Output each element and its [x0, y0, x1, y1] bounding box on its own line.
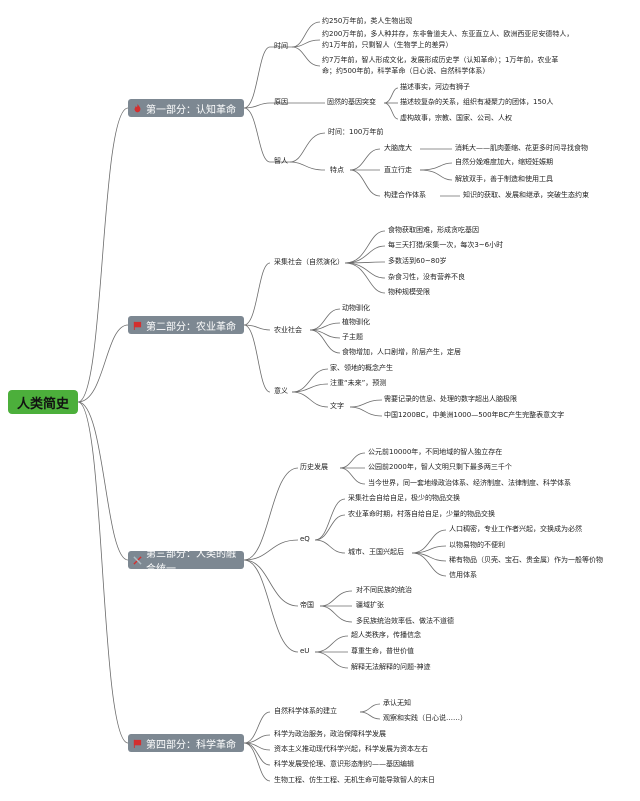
leaf[interactable]: 物种规模受限 [388, 288, 430, 296]
leaf[interactable]: 每三天打猎/采集一次，每次3~6小时 [388, 241, 504, 249]
leaf[interactable]: 资本主义推动现代科学兴起，科学发展为资本左右 [274, 745, 428, 753]
leaf[interactable]: 观察和实践（日心说……） [383, 714, 467, 722]
leaf[interactable]: 公园前2000年，智人文明只剩下最多两三千个 [368, 463, 512, 471]
leaf[interactable]: 科学发展受伦理、意识形态制约——基因编辑 [274, 760, 414, 768]
leaf[interactable]: 解放双手，善于制造和使用工具 [455, 175, 553, 183]
leaf[interactable]: 时间：100万年前 [328, 128, 384, 136]
leaf[interactable]: 多民族统治效率低、做法不道德 [356, 617, 454, 625]
leaf[interactable]: 超人类秩序，传播信念 [351, 631, 421, 639]
node-time[interactable]: 时间 [274, 42, 288, 50]
leaf[interactable]: 尊重生命，普世价值 [351, 647, 414, 655]
node-sapiens[interactable]: 智人 [274, 157, 288, 165]
leaf[interactable]: 约7万年前，智人形成文化，发展形成历史学（认知革命）；1万年前，农业革 [322, 56, 559, 64]
leaf[interactable]: 中国1200BC，中美洲1000—500年BC产生完整表意文字 [384, 411, 565, 419]
fire-icon [133, 103, 142, 113]
leaf[interactable]: 约200万年前，多人种并存，东非鲁道夫人、东亚直立人、欧洲西亚尼安德特人， [322, 30, 574, 38]
leaf[interactable]: 家、领地的概念产生 [330, 364, 393, 372]
leaf[interactable]: 多数活到60~80岁 [388, 257, 447, 265]
leaf[interactable]: 杂食习性，没有营养不良 [388, 273, 465, 281]
part-2-label: 第二部分：农业革命 [146, 321, 236, 333]
leaf[interactable]: 对不同民族的统治 [356, 586, 412, 594]
part-2-node[interactable]: 第二部分：农业革命 [128, 316, 244, 334]
leaf[interactable]: 自然分娩难度加大，缩短妊娠期 [455, 158, 553, 166]
node-mutation[interactable]: 固然的基因突变 [327, 98, 376, 106]
leaf[interactable]: 动物驯化 [342, 304, 370, 312]
node-gathering[interactable]: 采集社会（自然演化） [274, 258, 344, 266]
node-science-system[interactable]: 自然科学体系的建立 [274, 707, 337, 715]
leaf[interactable]: 以物易物的不便利 [449, 541, 505, 549]
leaf[interactable]: 描述较复杂的关系，组织有凝聚力的团体，150人 [400, 98, 554, 106]
leaf[interactable]: 命；约500年前，科学革命（日心说、自然科学体系） [322, 67, 490, 75]
leaf[interactable]: 消耗大——肌肉萎缩、花更多时间寻找食物 [455, 144, 588, 152]
leaf[interactable]: 知识的获取、发展和继承，突破生态约束 [463, 191, 589, 199]
part-1-node[interactable]: 第一部分：认知革命 [128, 99, 244, 117]
leaf[interactable]: 采集社会自给自足，极少的物品交换 [348, 494, 460, 502]
node-eq[interactable]: eQ [300, 535, 310, 543]
node-brain[interactable]: 大脑庞大 [384, 144, 412, 152]
part-3-label: 第三部分：人类的融合统一 [146, 549, 236, 575]
leaf[interactable]: 稀有物品（贝壳、宝石、贵金属）作为一般等价物 [449, 556, 603, 564]
leaf[interactable]: 食物获取困难，形成贪吃基因 [388, 226, 479, 234]
node-agri[interactable]: 农业社会 [274, 326, 302, 334]
leaf[interactable]: 描述事实，河边有狮子 [400, 83, 470, 91]
leaf[interactable]: 疆域扩张 [356, 601, 384, 609]
leaf[interactable]: 虚构故事，宗教、国家、公司、人权 [400, 114, 512, 122]
leaf[interactable]: 约1万年前，只剩智人（生物学上的差异） [322, 41, 453, 49]
node-eu[interactable]: eU [300, 647, 310, 655]
leaf[interactable]: 解释无法解释的问题-神迹 [351, 663, 431, 671]
leaf[interactable]: 农业革命时期，村落自给自足，少量的物品交换 [348, 510, 495, 518]
leaf[interactable]: 生物工程、仿生工程、无机生命可能导致智人的末日 [274, 776, 435, 784]
root-node[interactable]: 人类简史 [8, 390, 78, 414]
leaf[interactable]: 承认无知 [383, 699, 411, 707]
part-4-node[interactable]: 第四部分：科学革命 [128, 734, 244, 752]
node-coop[interactable]: 构建合作体系 [384, 191, 426, 199]
flag-icon [133, 739, 142, 748]
leaf[interactable]: 食物增加，人口剧增，阶层产生，定居 [342, 348, 461, 356]
part-3-node[interactable]: 第三部分：人类的融合统一 [128, 549, 244, 575]
node-upright[interactable]: 直立行走 [384, 166, 412, 174]
leaf[interactable]: 人口稠密，专业工作者兴起，交换成为必然 [449, 525, 582, 533]
node-cause[interactable]: 原因 [274, 98, 288, 106]
node-history[interactable]: 历史发展 [300, 463, 328, 471]
tools-icon [133, 555, 142, 565]
part-1-label: 第一部分：认知革命 [146, 104, 236, 116]
leaf[interactable]: 植物驯化 [342, 318, 370, 326]
leaf[interactable]: 需要记录的信息、处理的数字超出人脑极限 [384, 395, 517, 403]
leaf[interactable]: 当今世界，同一套地缘政治体系、经济制度、法律制度、科学体系 [368, 479, 571, 487]
part-4-label: 第四部分：科学革命 [146, 739, 236, 751]
node-empire[interactable]: 帝国 [300, 601, 314, 609]
flag-icon [133, 321, 142, 330]
leaf[interactable]: 科学为政治服务，政治保障科学发展 [274, 730, 386, 738]
leaf[interactable]: 子主题 [342, 333, 363, 341]
node-writing[interactable]: 文字 [330, 402, 344, 410]
node-city[interactable]: 城市、王国兴起后 [348, 548, 404, 556]
leaf[interactable]: 信用体系 [449, 571, 477, 579]
node-meaning[interactable]: 意义 [274, 387, 288, 395]
leaf[interactable]: 公元前10000年，不同地域的智人独立存在 [368, 448, 503, 456]
leaf[interactable]: 注重“未来”，预测 [330, 379, 387, 387]
node-features[interactable]: 特点 [330, 166, 344, 174]
leaf[interactable]: 约250万年前，类人生物出现 [322, 17, 413, 25]
